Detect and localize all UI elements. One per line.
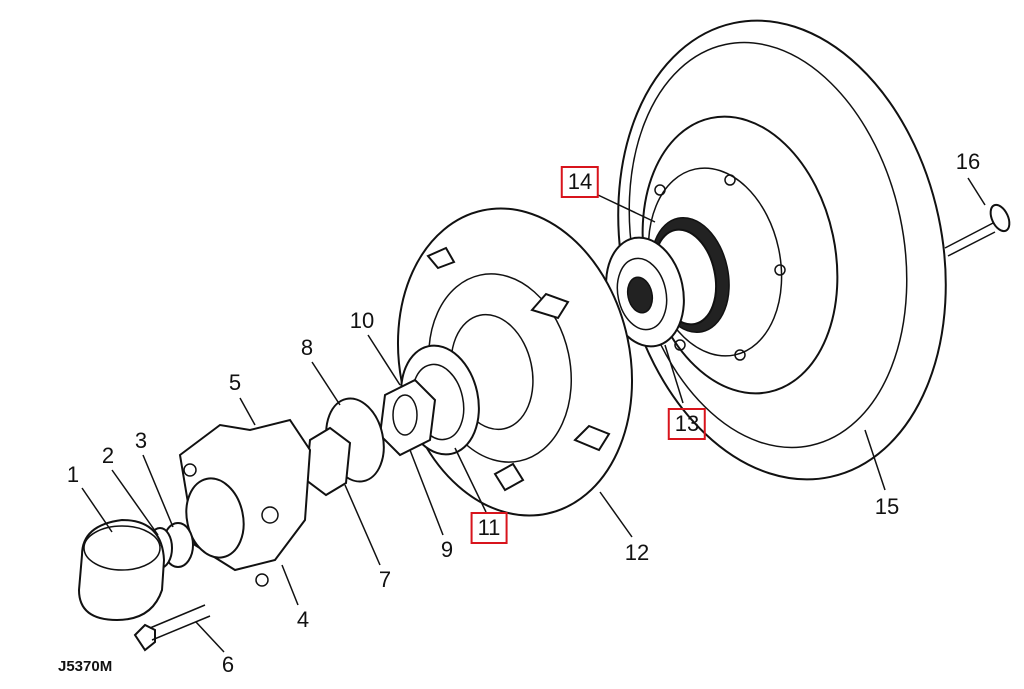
callout-10: 10	[349, 308, 375, 333]
diagram-code: J5370M	[58, 658, 113, 675]
callout-11-highlighted: 11	[470, 512, 508, 544]
hub-cap	[77, 518, 166, 622]
callout-14-highlighted: 14	[560, 166, 600, 198]
callout-6: 6	[221, 652, 235, 677]
callout-1: 1	[66, 462, 80, 487]
callout-7: 7	[378, 567, 392, 592]
lock-washer	[304, 397, 385, 497]
callout-12: 12	[624, 540, 650, 565]
callout-5: 5	[228, 370, 242, 395]
callout-13-highlighted: 13	[667, 408, 707, 440]
outer-bearing	[605, 236, 685, 348]
callout-4: 4	[296, 607, 310, 632]
callout-3: 3	[134, 428, 148, 453]
callout-9: 9	[440, 537, 454, 562]
callout-16: 16	[955, 149, 981, 174]
drive-flange	[178, 418, 312, 587]
callout-15: 15	[874, 494, 900, 519]
disc-bolt	[944, 203, 1011, 257]
callout-8: 8	[300, 335, 314, 360]
flange-bolt	[133, 604, 211, 652]
callout-2: 2	[101, 443, 115, 468]
leader-lines	[81, 177, 986, 653]
